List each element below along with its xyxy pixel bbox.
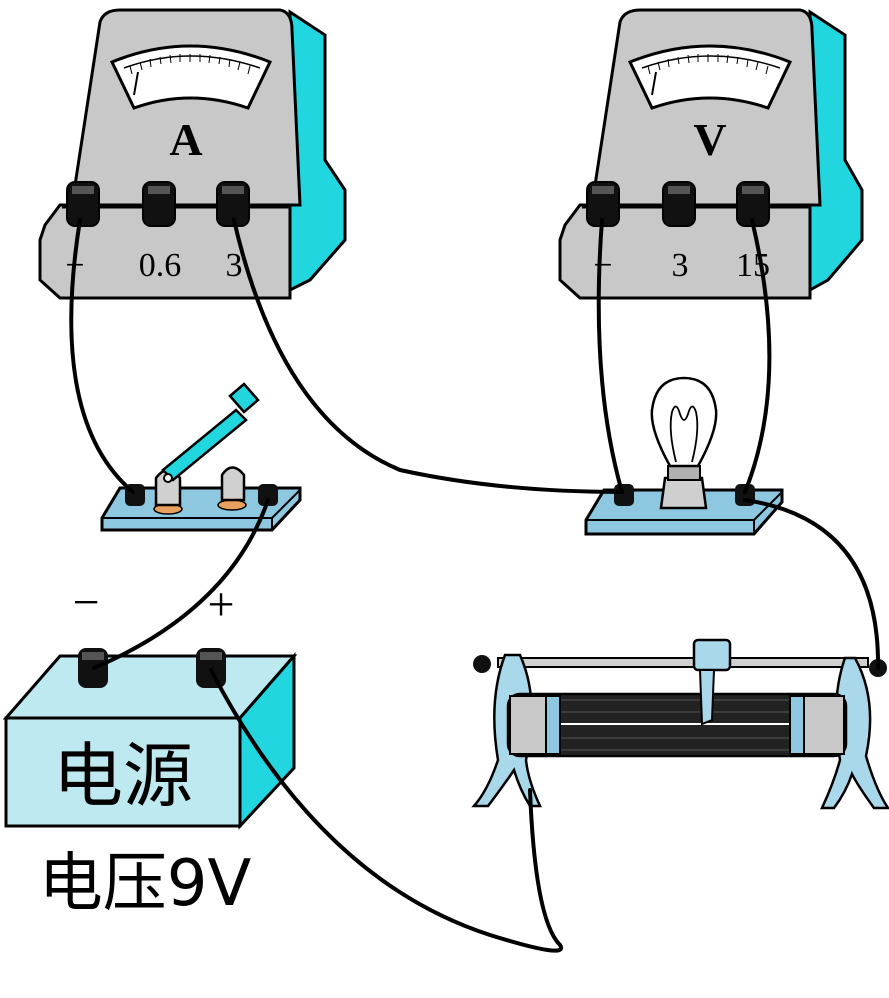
ammeter-terminal-label-3: 3 <box>226 247 243 284</box>
ammeter-terminal-neg[interactable] <box>66 181 100 227</box>
lamp-holder[interactable] <box>584 465 784 536</box>
voltmeter-symbol: V <box>693 114 726 165</box>
ammeter: A − 0.6 3 <box>38 8 347 300</box>
battery: 电源 − + <box>2 576 298 830</box>
battery-pos-sign: + <box>207 578 234 631</box>
wire-ammeter-neg-to-switch <box>69 218 135 494</box>
voltmeter: V − 3 15 <box>558 8 864 300</box>
wire-voltmeter-15-to-lamp <box>743 218 772 494</box>
ammeter-symbol: A <box>169 114 202 165</box>
voltmeter-terminal-3[interactable] <box>662 181 696 227</box>
wire-voltmeter-neg-to-lamp <box>596 218 624 494</box>
ammeter-terminal-label-0.6: 0.6 <box>139 247 182 284</box>
wires <box>69 218 881 953</box>
battery-label: 电源 <box>53 735 193 817</box>
wire-ammeter-3-to-lamp <box>232 218 624 494</box>
ammeter-terminal-0.6[interactable] <box>142 181 176 227</box>
battery-voltage-caption: 电压9V <box>39 847 252 921</box>
light-bulb-icon <box>650 376 718 468</box>
rheostat-slider[interactable] <box>692 638 732 726</box>
knife-switch[interactable] <box>100 382 302 532</box>
wire-switch-to-battery-neg <box>92 498 270 670</box>
voltmeter-terminal-label-neg: − <box>593 247 612 284</box>
ammeter-terminal-3[interactable] <box>216 181 250 227</box>
rheostat[interactable] <box>471 638 889 810</box>
lamp-terminal-left[interactable] <box>614 484 634 506</box>
voltmeter-terminal-label-3: 3 <box>672 247 689 284</box>
voltmeter-terminal-15[interactable] <box>736 181 770 227</box>
wire-lamp-to-rheostat <box>743 498 881 670</box>
battery-neg-sign: − <box>72 576 99 629</box>
switch-terminal-right[interactable] <box>258 484 278 506</box>
